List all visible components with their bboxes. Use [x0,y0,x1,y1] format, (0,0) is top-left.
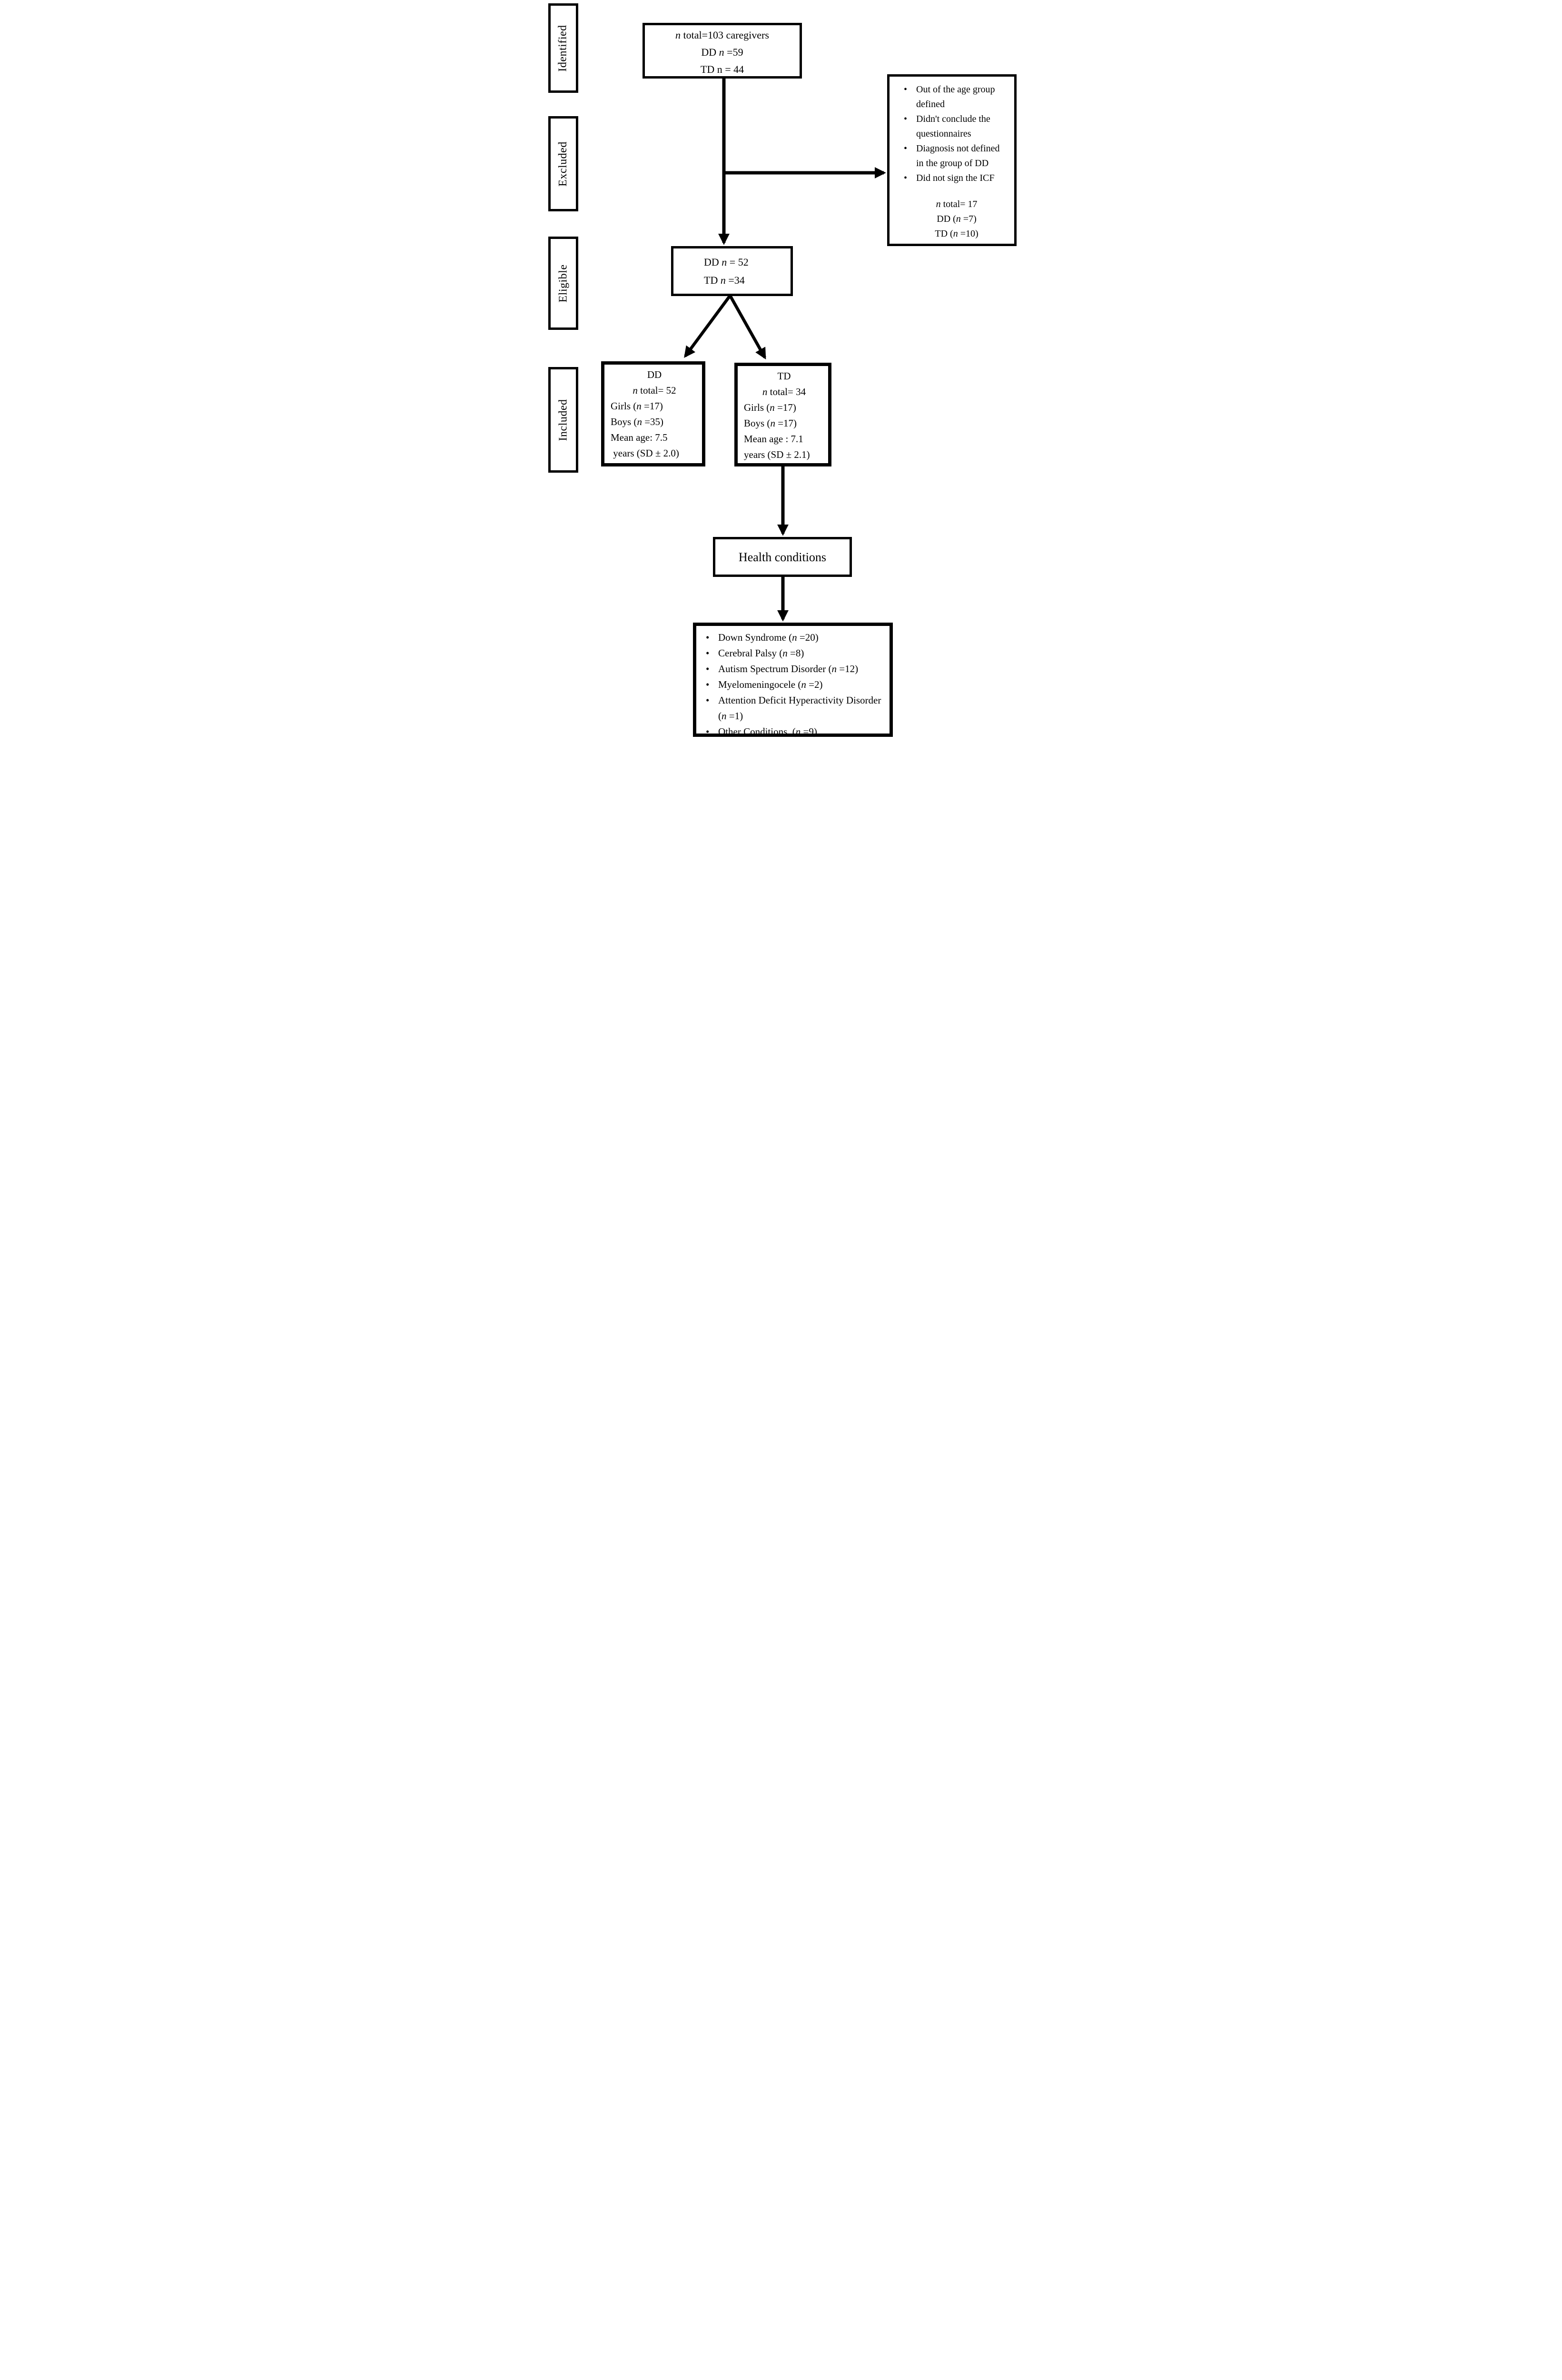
bullet-text: Other Conditions (n =9) [718,726,817,737]
text-line: TD n =34 [704,274,745,286]
bullet-text: Out of the age group defined [916,84,998,109]
exclusion-totals: n total= 17 DD (n =7) TD (n =10) [904,197,1009,241]
bullet-text: Cerebral Palsy (n =8) [718,647,804,659]
box-eligible-count: DD n = 52 TD n =34 [671,246,793,296]
text-line: Mean age : 7.1 [744,433,803,445]
box-identified-count: n total=103 caregivers DD n =59 TD n = 44 [643,23,802,79]
health-conditions-label: Health conditions [738,550,827,564]
stage-label-text: Excluded [557,141,570,187]
bullet-icon: • [706,726,710,737]
stage-label-excluded: Excluded [548,116,578,211]
box-exclusion-reasons: • Out of the age group defined • Didn't con… [887,74,1017,246]
stage-label-eligible: Eligible [548,237,578,330]
text-line: n total= 52 [633,385,676,396]
text-line: Boys (n =17) [744,417,797,429]
bullet-text: Myelomeningocele (n =2) [718,679,823,690]
stage-label-text: Included [557,399,569,441]
text-line: n total=103 caregivers [675,29,769,41]
bullet-icon: • [706,663,710,674]
bullet-text: Diagnosis not defined in the group of DD [916,143,1002,169]
text-line: n total= 34 [762,386,806,397]
stage-label-text: Identified [557,24,570,72]
bullet-item: • Out of the age group defined [904,82,1009,112]
text-line: Mean age: 7.5 [611,432,668,443]
bullet-text: Autism Spectrum Disorder (n =12) [718,663,859,674]
text-line: Boys (n =35) [611,416,664,427]
bullet-item: • Myelomeningocele (n =2) [706,677,884,693]
box-condition-list: • Down Syndrome (n =20) • Cerebral Palsy (n… [693,623,893,737]
bullet-item: • Diagnosis not defined in the group of D… [904,141,1009,171]
bullet-text: Didn't conclude the questionnaires [916,114,993,139]
stage-label-identified: Identified [548,3,578,93]
bullet-item: • Autism Spectrum Disorder (n =12) [706,661,884,677]
bullet-item: • Down Syndrome (n =20) [706,630,884,645]
bullet-text: Did not sign the ICF [916,173,995,183]
bullet-icon: • [904,84,908,95]
bullet-item: • Did not sign the ICF [904,171,1009,186]
bullet-icon: • [904,143,908,154]
flow-arrows [684,79,886,622]
bullet-item: • Didn't conclude the questionnaires [904,112,1009,141]
td-group-title: TD [777,370,791,382]
bullet-icon: • [706,632,710,643]
exclusion-bullet-list: • Out of the age group defined • Didn't con… [904,82,1009,186]
bullet-item: • Attention Deficit Hyperactivity Disorde… [706,693,884,724]
bullet-icon: • [904,173,908,183]
bullet-icon: • [706,694,710,706]
text-line: Girls (n =17) [744,402,796,413]
arrow-eligible-to-dd [684,295,732,358]
dd-group-stats: n total= 52 Girls (n =17) Boys (n =35) Mean… [611,383,698,461]
text-line: Girls (n =17) [611,400,663,412]
text-line: years (SD ± 2.0) [611,447,679,459]
dd-group-title: DD [647,369,662,380]
text-line: TD (n =10) [935,228,979,239]
td-group-stats: n total= 34 Girls (n =17) Boys (n =17) Mean… [744,384,824,463]
bullet-item: • Cerebral Palsy (n =8) [706,645,884,661]
text-line: years (SD ± 2.1) [744,449,810,460]
stage-label-included: Included [548,367,578,473]
bullet-item: • Other Conditions (n =9) [706,724,884,740]
bullet-icon: • [904,114,908,124]
text-line: TD n = 44 [700,63,744,75]
box-dd-group: DD n total= 52 Girls (n =17) Boys (n =35) M… [601,361,705,466]
bullet-icon: • [706,679,710,690]
box-td-group: TD n total= 34 Girls (n =17) Boys (n =17) M… [734,363,831,466]
box-health-conditions: Health conditions [713,537,852,577]
bullet-text: Down Syndrome (n =20) [718,632,819,643]
bullet-text: Attention Deficit Hyperactivity Disorder… [718,694,884,722]
stage-label-text: Eligible [557,264,570,302]
text-line: n total= 17 [936,199,978,209]
bullet-icon: • [706,647,710,659]
flow-diagram: Identified Excluded Eligible Included n … [543,0,1019,743]
arrow-eligible-to-td [729,295,766,360]
text-line: DD n = 52 [704,256,749,268]
text-line: DD (n =7) [937,214,977,224]
text-line: DD n =59 [701,46,743,58]
